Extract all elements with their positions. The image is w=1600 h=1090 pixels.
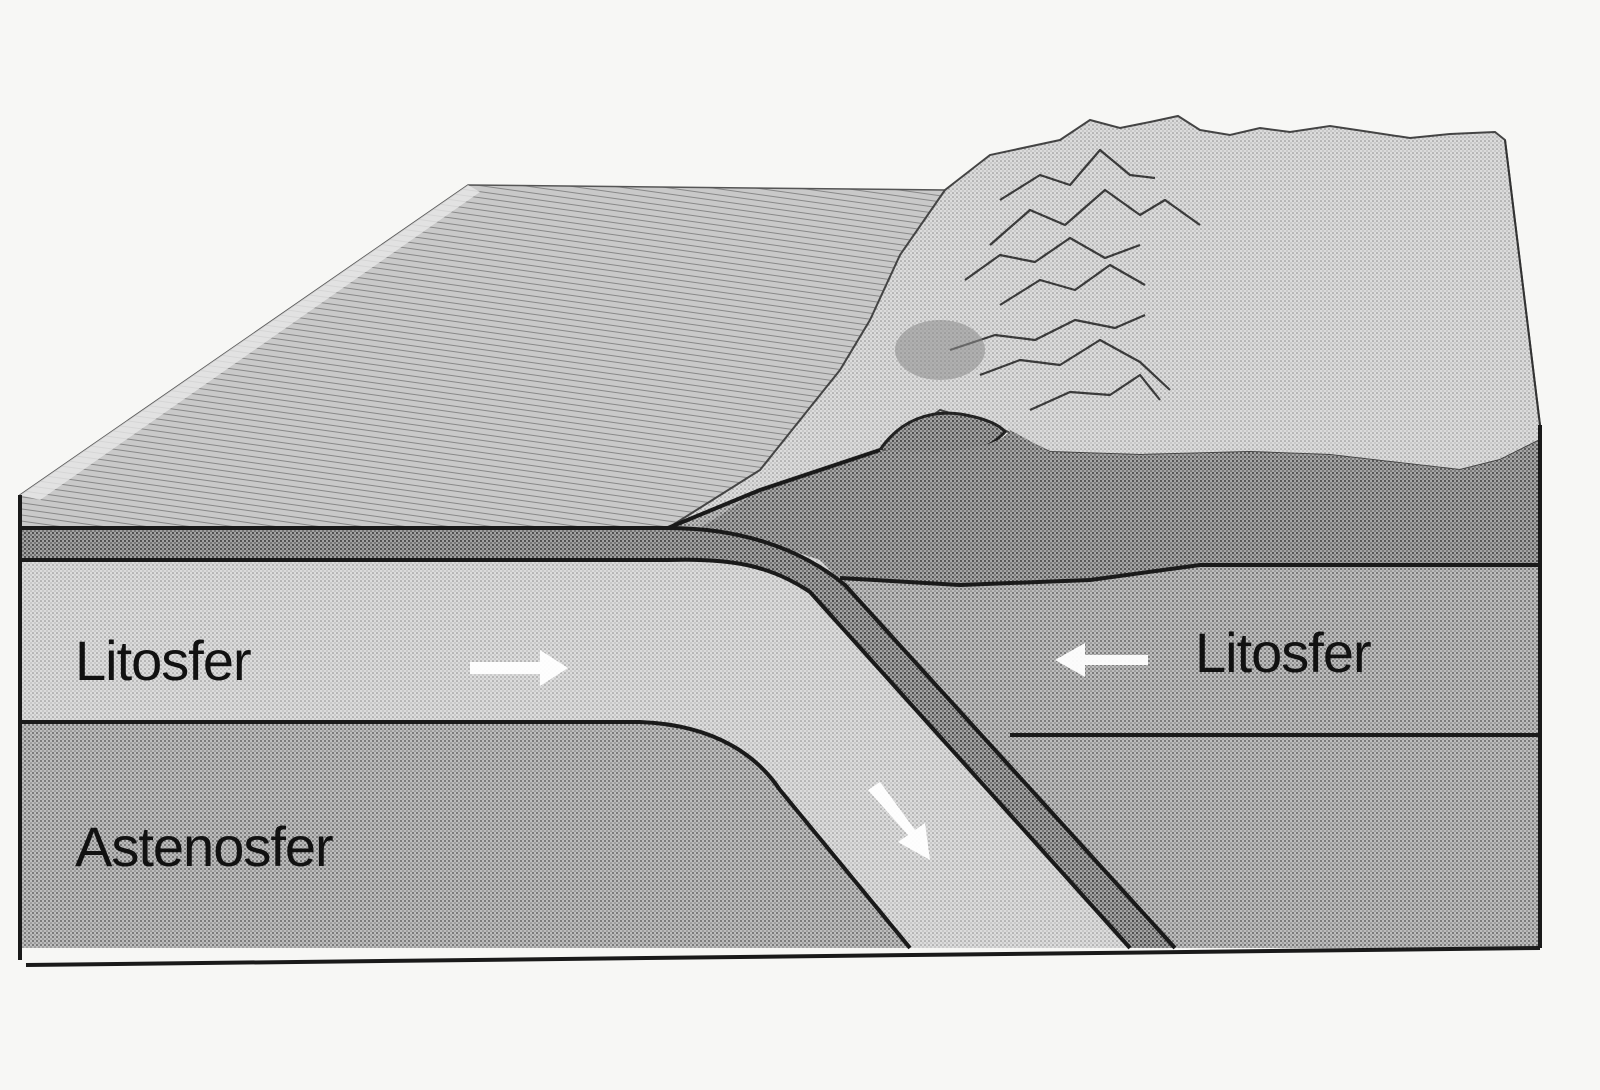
label-lithosphere-left: Litosfer [75, 629, 251, 692]
label-lithosphere-right: Litosfer [1195, 621, 1371, 684]
continental-crust-band [700, 430, 1540, 585]
label-asthenosphere: Astenosfer [75, 815, 333, 878]
asthenosphere-left [20, 722, 910, 948]
block-outlines [18, 139, 1542, 967]
arrow-left-icon [1055, 643, 1148, 677]
asthenosphere-right [1010, 735, 1540, 948]
plate-motion-arrows [470, 643, 1148, 860]
arrow-down-right-icon [868, 782, 930, 860]
arrow-right-icon [470, 650, 568, 686]
ocean-shelf-strip [20, 185, 480, 500]
volcano-cone-shade [895, 320, 985, 380]
mountain-ridges [949, 148, 1201, 412]
